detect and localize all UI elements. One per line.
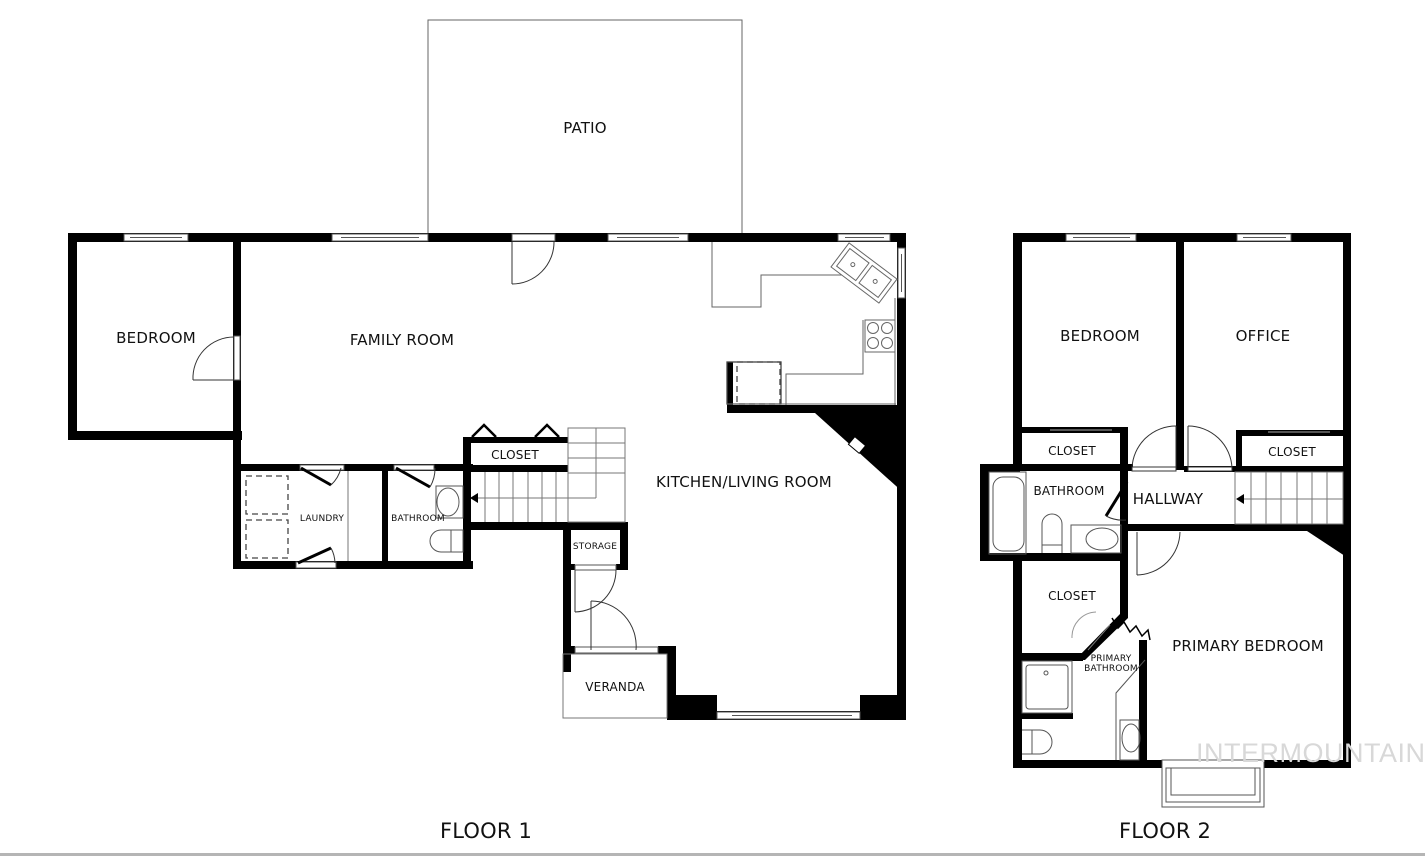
floor-2-windows — [1050, 233, 1330, 808]
floor-2-stairs — [1234, 471, 1344, 525]
room-label-bedroom-f2: BEDROOM — [1060, 327, 1140, 345]
floor-1-plan — [68, 19, 906, 720]
room-label-closet-bedroom: CLOSET — [1048, 444, 1096, 458]
room-label-bathroom-f1: BATHROOM — [391, 514, 445, 524]
fireplace-vent — [847, 435, 867, 455]
floor-1-windows — [123, 233, 906, 720]
floor-2-bath-fixtures — [988, 471, 1146, 761]
room-label-storage: STORAGE — [572, 542, 618, 552]
room-label-kitchen-living: KITCHEN/LIVING ROOM — [656, 473, 832, 491]
veranda-outline — [562, 653, 668, 719]
floor-2-doors — [1071, 425, 1233, 651]
watermark-logo: INTERMOUNTAIN — [1196, 738, 1425, 768]
floor-1-bath-fixtures — [429, 485, 464, 553]
room-label-bedroom-f1: BEDROOM — [116, 329, 196, 347]
floor-2-plan — [980, 233, 1351, 808]
room-label-primary-bathroom: PRIMARY BATHROOM — [1084, 654, 1138, 674]
room-label-bathroom-f2: BATHROOM — [1033, 484, 1105, 498]
room-label-office: OFFICE — [1235, 327, 1291, 345]
room-label-closet-f1: CLOSET — [491, 448, 539, 462]
room-label-closet-primary: CLOSET — [1048, 589, 1096, 603]
floor-1-label: FLOOR 1 — [439, 819, 533, 843]
room-label-laundry: LAUNDRY — [299, 514, 345, 524]
kitchen-counters — [711, 242, 898, 405]
floor-1-walls — [68, 233, 906, 720]
floor-1-stairs — [470, 427, 626, 523]
floor-1-doors — [192, 241, 637, 651]
floor-2-label: FLOOR 2 — [1118, 819, 1212, 843]
primary-bathroom-line-1: PRIMARY — [1090, 654, 1132, 664]
room-label-hallway: HALLWAY — [1132, 490, 1204, 508]
room-label-closet-office: CLOSET — [1268, 445, 1316, 459]
room-label-family-room: FAMILY ROOM — [349, 331, 455, 349]
primary-bathroom-line-2: BATHROOM — [1084, 664, 1138, 674]
bottom-divider — [0, 853, 1425, 856]
room-label-patio: PATIO — [563, 119, 607, 137]
room-label-primary-bedroom: PRIMARY BEDROOM — [1172, 637, 1324, 655]
room-label-veranda: VERANDA — [585, 680, 645, 694]
